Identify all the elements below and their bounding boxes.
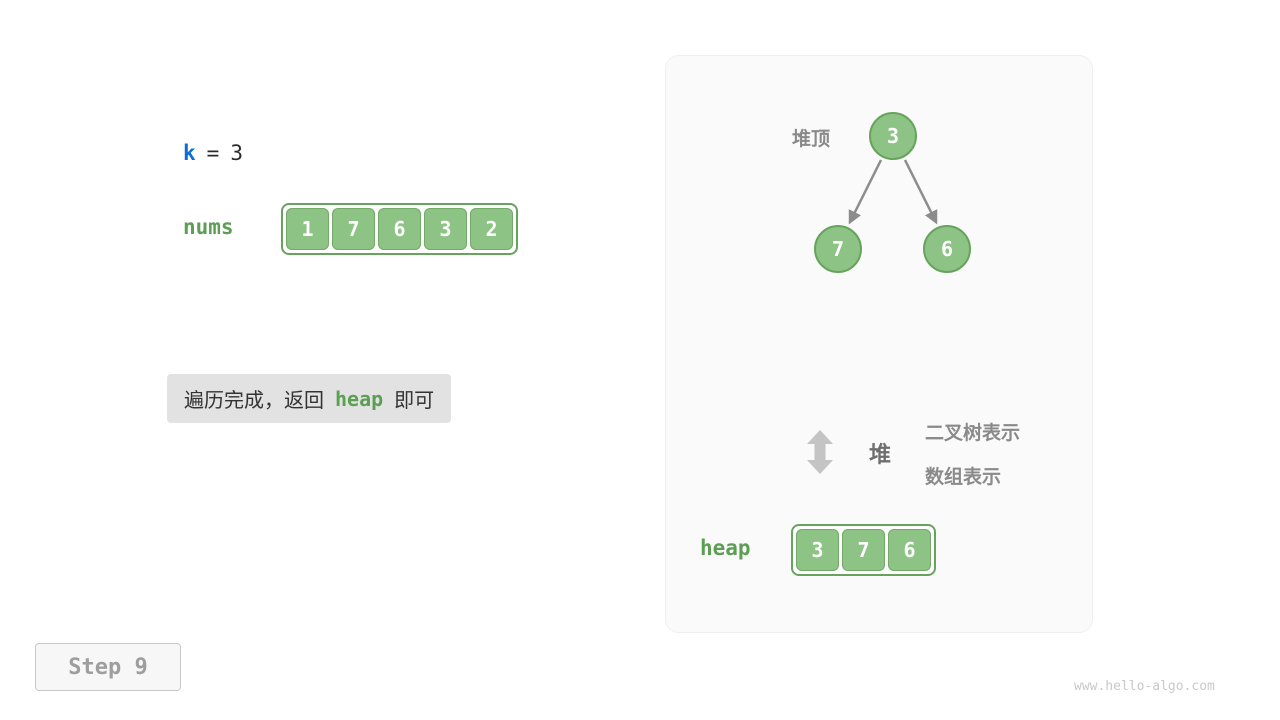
heap-array-cell: 6 [888, 529, 931, 571]
tree-node-right-child: 6 [923, 225, 971, 273]
nums-array-cell: 1 [286, 208, 329, 250]
nums-array-cell: 7 [332, 208, 375, 250]
heap-top-label: 堆顶 [792, 129, 831, 150]
legend-heap-label: 堆 [869, 442, 892, 467]
nums-array-cell: 3 [424, 208, 467, 250]
legend-tree-representation: 二叉树表示 [925, 423, 1021, 444]
nums-array: 1 7 6 3 2 [281, 203, 518, 255]
k-value: 3 [230, 141, 243, 165]
completion-callout: 遍历完成，返回 heap 即可 [167, 374, 452, 423]
callout-code-heap: heap [335, 386, 384, 411]
k-assignment: k = 3 [183, 141, 243, 165]
k-variable: k [183, 141, 196, 165]
tree-node-root: 3 [869, 112, 917, 160]
up-down-arrow-icon [807, 430, 833, 474]
nums-array-cell: 6 [378, 208, 421, 250]
equals-sign: = [206, 141, 220, 165]
legend-array-representation: 数组表示 [925, 467, 1002, 488]
heap-array-cell: 7 [842, 529, 885, 571]
heap-array: 3 7 6 [791, 524, 936, 576]
callout-text-post: 即可 [394, 390, 435, 412]
heap-array-cell: 3 [796, 529, 839, 571]
watermark: www.hello-algo.com [1074, 679, 1215, 694]
nums-label: nums [183, 215, 234, 239]
callout-text-pre: 遍历完成，返回 [184, 390, 324, 412]
heap-label: heap [700, 536, 751, 560]
nums-array-cell: 2 [470, 208, 513, 250]
step-badge: Step 9 [35, 643, 181, 691]
tree-node-left-child: 7 [814, 225, 862, 273]
step-badge-label: Step 9 [68, 654, 148, 680]
